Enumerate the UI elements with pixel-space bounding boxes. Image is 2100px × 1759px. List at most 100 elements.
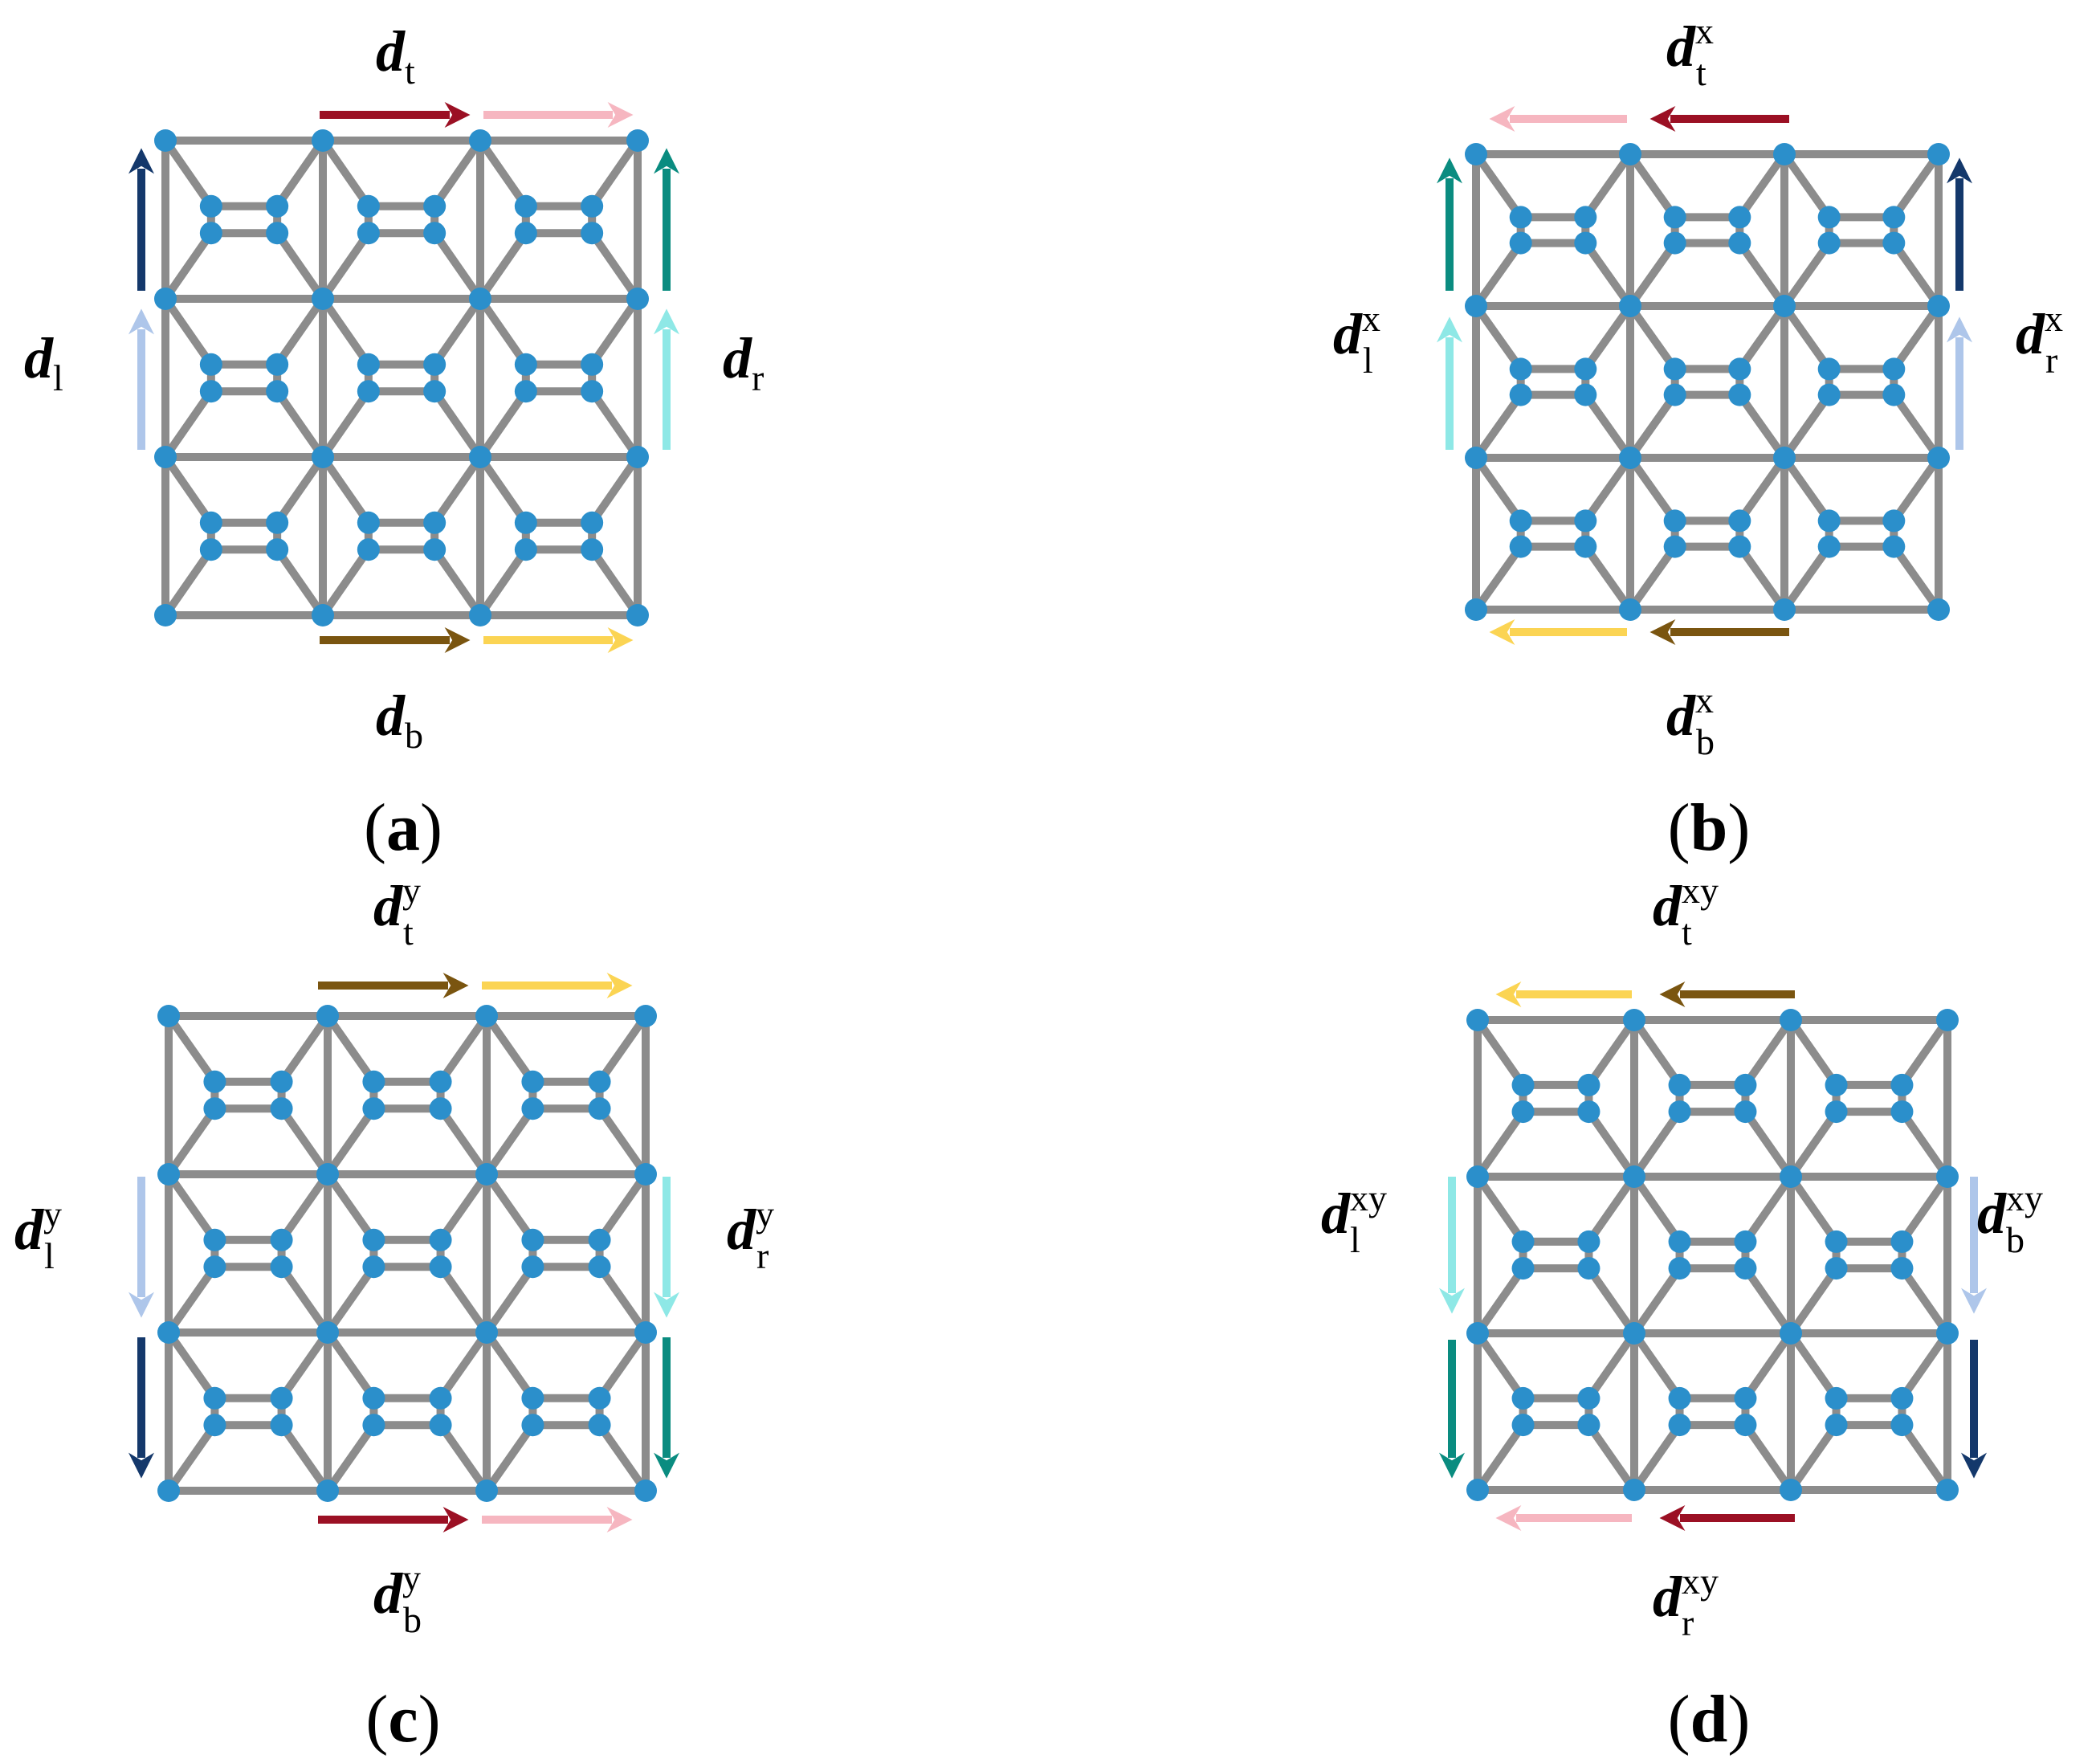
lattice-edge (1780, 390, 1833, 462)
lattice-edge (430, 387, 484, 461)
lattice-node (1936, 1479, 1959, 1501)
lattice-node (626, 288, 649, 310)
lattice-edge (1630, 1173, 1684, 1246)
lattice-node (423, 511, 447, 534)
lattice-node (1882, 509, 1906, 533)
lattice-edge (1474, 1329, 1527, 1402)
lattice-edge (1630, 1421, 1684, 1494)
lattice-edge (436, 1012, 491, 1086)
lattice-node (1577, 1257, 1600, 1280)
lattice-node (1623, 1322, 1645, 1345)
lattice-node (1574, 535, 1597, 558)
lattice-edge (1898, 1264, 1951, 1337)
lattice-node (270, 1386, 293, 1410)
lattice-node (1825, 1257, 1848, 1280)
lattice-node (1663, 206, 1686, 229)
lattice-edge (1474, 1173, 1527, 1246)
lattice-node (1574, 231, 1597, 255)
lattice-node (1466, 1009, 1489, 1031)
lattice-node (429, 1097, 452, 1120)
lattice-node (1780, 1009, 1802, 1031)
lattice-node (154, 288, 177, 310)
lattice-edge (436, 1104, 491, 1178)
caption-c: (c) (365, 1682, 440, 1757)
lattice-edge (1890, 302, 1943, 373)
lattice-edge (277, 1012, 332, 1086)
lattice-node (423, 353, 447, 376)
lattice-node (266, 538, 289, 561)
lattice-node (157, 1479, 180, 1502)
lattice-edge (436, 1421, 491, 1495)
lattice-node (270, 1228, 293, 1251)
lattice-node (1890, 1414, 1914, 1437)
lattice-node (1728, 535, 1751, 558)
lattice-edge (277, 1170, 332, 1244)
lattice-node (203, 1228, 226, 1251)
lattice-node (1668, 1073, 1691, 1096)
lattice-edge (1584, 1421, 1638, 1494)
label-a-top: dt (376, 19, 415, 92)
lattice-edge (436, 1328, 491, 1402)
lattice-node (521, 1386, 544, 1410)
lattice-edge (430, 137, 484, 210)
lattice-edge (483, 1104, 537, 1178)
lattice-edge (430, 229, 484, 303)
lattice-edge (1890, 150, 1943, 222)
lattice-edge (1787, 1016, 1841, 1089)
lattice-edge (1581, 239, 1634, 310)
lattice-edge (273, 545, 327, 619)
lattice-edge (588, 137, 642, 210)
lattice-node (514, 353, 537, 376)
lattice-node (469, 446, 491, 468)
lattice-node (475, 1005, 498, 1027)
lattice-node (1574, 383, 1597, 406)
lattice-node (1825, 1230, 1848, 1253)
lattice-node (1663, 535, 1686, 558)
lattice-node (1817, 231, 1841, 255)
lattice-node (316, 1479, 339, 1502)
lattice-node (266, 222, 289, 245)
lattice-node (1465, 598, 1487, 621)
lattice-edge (588, 229, 642, 303)
lattice-node (581, 222, 604, 245)
lattice-node (1882, 206, 1906, 229)
lattice-edge (1741, 1329, 1795, 1402)
lattice-node (1509, 383, 1532, 406)
lattice-edge (1787, 1173, 1841, 1246)
label-a-bottom: db (376, 684, 423, 756)
lattice-edge (1898, 1329, 1951, 1402)
lattice-node (270, 1070, 293, 1093)
lattice-node (1773, 295, 1796, 317)
lattice-node (475, 1321, 498, 1344)
lattice-node (1734, 1414, 1757, 1437)
lattice-node (1817, 206, 1841, 229)
lattice-node (1890, 1073, 1914, 1096)
lattice-node (1509, 509, 1532, 533)
lattice-node (1734, 1230, 1757, 1253)
lattice-node (199, 538, 222, 561)
lattice-edge (476, 387, 530, 461)
lattice-node (1936, 1322, 1959, 1345)
lattice-node (266, 194, 289, 218)
lattice-node (1619, 447, 1641, 469)
lattice-node (1465, 447, 1487, 469)
lattice-node (581, 194, 604, 218)
lattice-node (357, 353, 380, 376)
lattice-edge (273, 387, 327, 461)
lattice-edge (1898, 1173, 1951, 1246)
lattice-node (1509, 206, 1532, 229)
lattice-node (588, 1386, 611, 1410)
lattice-edge (588, 545, 642, 619)
lattice-node (588, 1097, 611, 1120)
lattice-node (357, 222, 380, 245)
lattice-edge (1780, 150, 1833, 222)
lattice-edge (1474, 1264, 1527, 1337)
lattice-edge (165, 1170, 219, 1244)
lattice-edge (1472, 390, 1525, 462)
lattice-node (1780, 1322, 1802, 1345)
lattice-node (1773, 598, 1796, 621)
lattice-node (1927, 143, 1950, 165)
